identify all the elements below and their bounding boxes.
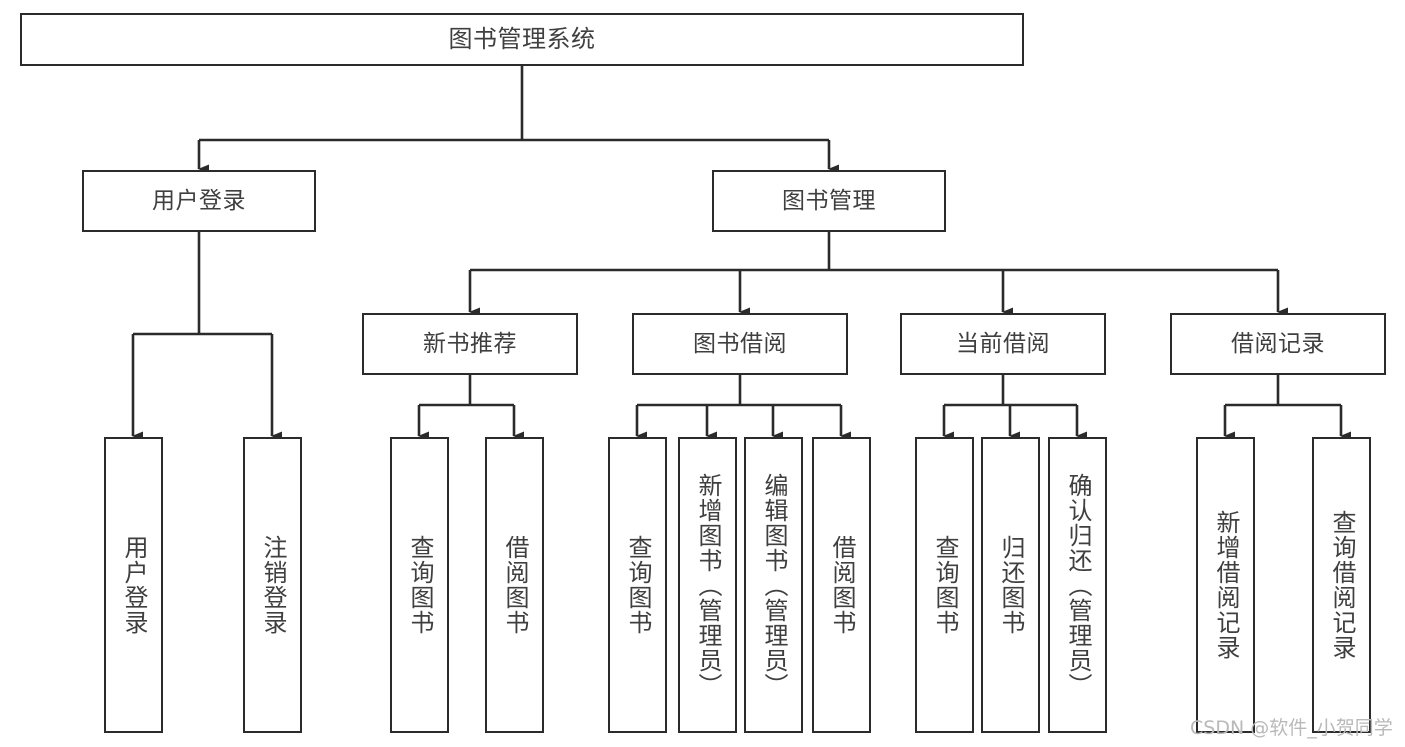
node-label: 图书管理 xyxy=(782,187,876,214)
node-label: 新增借阅记录 xyxy=(1211,510,1240,660)
node-leaf-borrow-1[interactable]: 借阅图书 xyxy=(485,437,544,733)
node-leaf-query-2[interactable]: 查询图书 xyxy=(608,437,667,733)
node-label: 确认归还（管理员） xyxy=(1063,472,1092,698)
node-leaf-add-rec[interactable]: 新增借阅记录 xyxy=(1196,437,1255,733)
node-user-login[interactable]: 用户登录 xyxy=(82,170,316,232)
node-leaf-logout[interactable]: 注销登录 xyxy=(243,437,302,733)
node-label: 借阅记录 xyxy=(1231,330,1325,357)
node-borrow-record[interactable]: 借阅记录 xyxy=(1170,313,1386,375)
node-book-manage[interactable]: 图书管理 xyxy=(712,170,946,232)
node-leaf-confirm[interactable]: 确认归还（管理员） xyxy=(1048,437,1107,733)
node-label: 借阅图书 xyxy=(500,535,529,635)
node-label: 新增图书（管理员） xyxy=(693,472,722,698)
node-leaf-query-1[interactable]: 查询图书 xyxy=(390,437,449,733)
node-current-borrow[interactable]: 当前借阅 xyxy=(900,313,1106,375)
watermark-credit: CSDN @软件_小贺同学 xyxy=(1190,717,1393,739)
node-label: 归还图书 xyxy=(996,535,1025,635)
node-label: 图书借阅 xyxy=(693,330,787,357)
node-leaf-query-rec[interactable]: 查询借阅记录 xyxy=(1312,437,1371,733)
node-label: 查询图书 xyxy=(623,535,652,635)
node-leaf-borrow-2[interactable]: 借阅图书 xyxy=(812,437,871,733)
node-new-book-rec[interactable]: 新书推荐 xyxy=(362,313,578,375)
node-root[interactable]: 图书管理系统 xyxy=(20,13,1024,66)
edges-group xyxy=(131,66,1351,441)
node-leaf-user-login[interactable]: 用户登录 xyxy=(104,437,163,733)
node-leaf-query-3[interactable]: 查询图书 xyxy=(915,437,974,733)
node-label: 编辑图书（管理员） xyxy=(759,472,788,698)
node-leaf-return[interactable]: 归还图书 xyxy=(981,437,1040,733)
node-label: 用户登录 xyxy=(119,535,148,635)
node-label: 借阅图书 xyxy=(827,535,856,635)
node-leaf-add-book[interactable]: 新增图书（管理员） xyxy=(678,437,737,733)
node-leaf-edit-book[interactable]: 编辑图书（管理员） xyxy=(744,437,803,733)
node-label: 查询借阅记录 xyxy=(1327,510,1356,660)
node-label: 查询图书 xyxy=(405,535,434,635)
node-label: 查询图书 xyxy=(930,535,959,635)
node-label: 当前借阅 xyxy=(956,330,1050,357)
node-label: 注销登录 xyxy=(258,535,287,635)
node-label: 用户登录 xyxy=(152,187,246,214)
node-book-borrow[interactable]: 图书借阅 xyxy=(632,313,848,375)
node-label: 新书推荐 xyxy=(423,330,517,357)
node-label: 图书管理系统 xyxy=(448,24,596,53)
